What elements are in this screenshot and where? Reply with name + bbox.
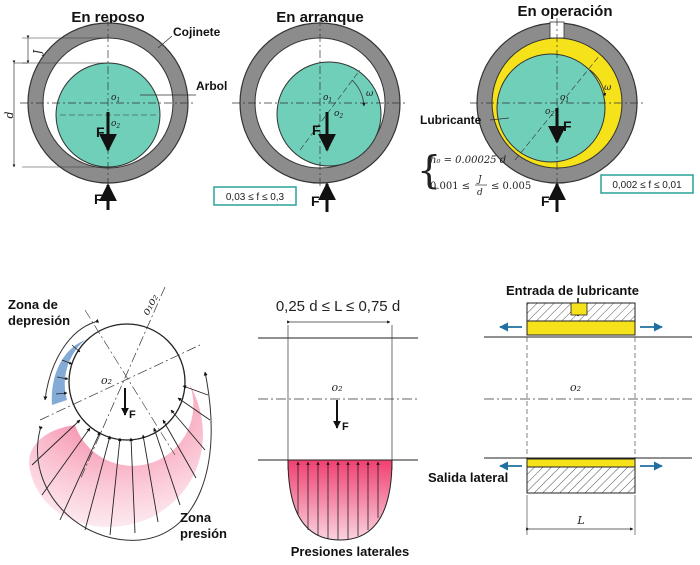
label-lubricant: Lubricante (420, 113, 482, 127)
formula-brace: { (417, 148, 441, 192)
label-o2: o2 (111, 119, 120, 130)
bearing-operation: ω o1 o2 F F Lubricante { h₀ = 0.00025 d … (417, 18, 694, 212)
friction-range-operation: 0,002 ≤ f ≤ 0,01 (612, 180, 682, 191)
friction-range-start: 0,03 ≤ f ≤ 0,3 (226, 192, 285, 203)
label-lateral-pressures: Presiones laterales (291, 544, 410, 559)
formula-h0: h₀ = 0.00025 d (430, 155, 506, 166)
label-F: F (342, 421, 349, 433)
label-F-load: F (312, 122, 321, 138)
label-o2: o₂ (570, 381, 581, 394)
shaft-cross-section (68, 323, 186, 441)
label-bearing: Cojinete (173, 25, 221, 39)
formula-ratio-left: 0.001 ≤ (430, 181, 470, 192)
label-o2: o₂ (101, 374, 112, 387)
label-F-load: F (96, 124, 105, 140)
label-omega: ω (604, 83, 612, 93)
friction-range-box (600, 174, 694, 194)
lubricant-groove (570, 302, 588, 316)
lubricant-film-upper (526, 320, 636, 336)
label-lateral-outlet: Salida lateral (428, 470, 508, 485)
label-L: L (576, 514, 584, 527)
formula-ratio-num: J (476, 175, 483, 185)
label-F-reaction: F (94, 191, 103, 207)
label-o1: o1 (323, 93, 332, 104)
friction-range-box (213, 186, 297, 206)
shaft (496, 53, 606, 163)
label-o2: o2 (334, 109, 343, 120)
label-o2: o2 (545, 107, 554, 118)
label-omega: ω (366, 89, 374, 99)
shaft (276, 61, 382, 167)
label-o2: o₂ (331, 381, 342, 394)
label-J: J (31, 49, 44, 56)
title-operation: En operación (517, 3, 612, 20)
label-d: d (3, 111, 16, 118)
lateral-pressure-view: 0,25 d ≤ L ≤ 0,75 d o₂ F Presiones later… (258, 298, 418, 559)
label-F-load: F (563, 118, 572, 134)
lateral-pressure-curve (287, 459, 393, 541)
bearing-lower-shell (526, 466, 636, 494)
label-o1o2: o₁o₂ (139, 292, 161, 318)
title-rest: En reposo (71, 9, 144, 26)
formula-ratio-den: d (477, 188, 483, 198)
lateral-pressure-arrows (296, 461, 380, 540)
formula-ratio-right: ≤ 0.005 (491, 181, 531, 192)
label-F-reaction: F (311, 193, 320, 209)
label-o1: o1 (111, 93, 120, 104)
lubricant-film-lower (526, 458, 636, 468)
bearing-start: ω o1 o2 F F 0,03 ≤ f ≤ 0,3 (213, 18, 408, 212)
label-shaft: Arbol (196, 79, 227, 93)
label-F-reaction: F (541, 193, 550, 209)
label-o1: o1 (560, 93, 569, 104)
bearing-section: Entrada de lubricante o₂ Salida lateral … (428, 283, 692, 535)
label-lubricant-inlet: Entrada de lubricante (506, 283, 639, 298)
title-start: En arranque (276, 9, 364, 26)
length-range: 0,25 d ≤ L ≤ 0,75 d (276, 298, 400, 315)
label-F: F (129, 409, 136, 421)
bearing-rest: J d o1 o2 F F Cojinete Arbol (3, 18, 227, 210)
